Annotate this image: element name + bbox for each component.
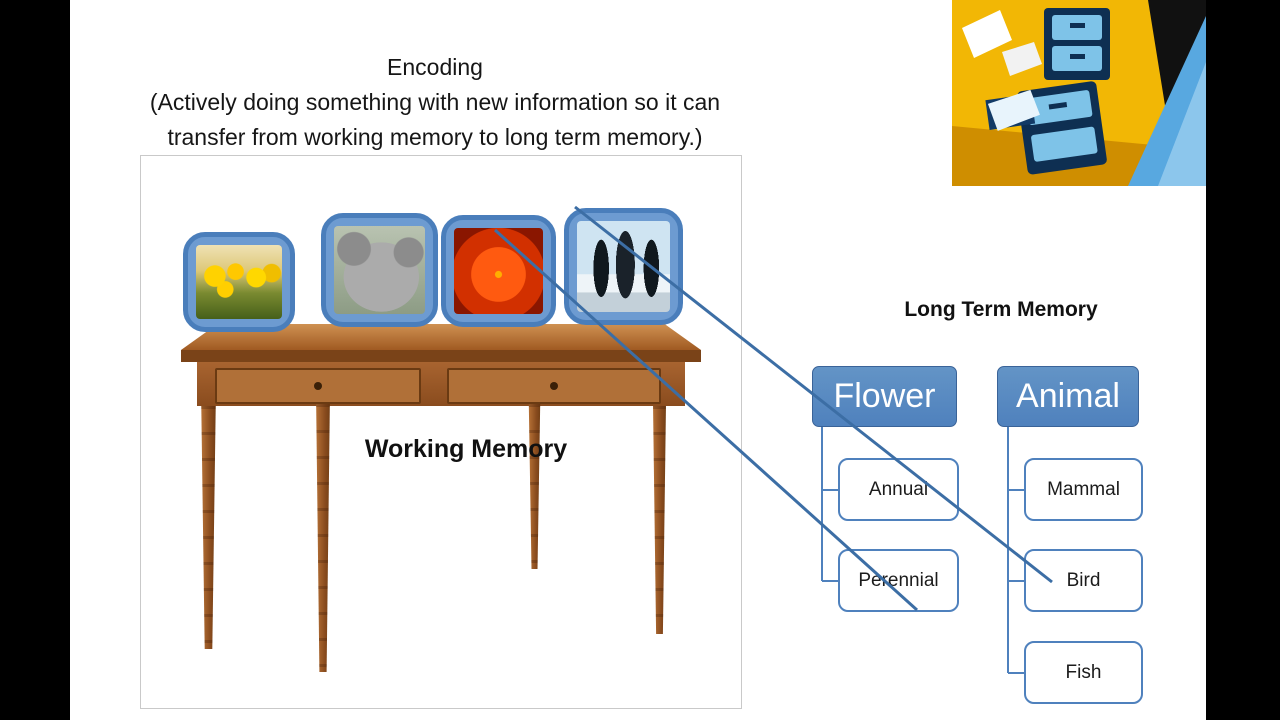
desk-leg (528, 404, 541, 569)
drawer-knob (550, 382, 558, 390)
penguins-image (577, 221, 670, 312)
desk-drawer-left (215, 368, 421, 404)
slide-title: Encoding (Actively doing something with … (85, 50, 785, 155)
working-memory-panel: Working Memory (140, 155, 742, 709)
tulips-image (196, 245, 282, 319)
desk-drawer-right (447, 368, 661, 404)
desk-front-edge (181, 350, 701, 362)
red-flower-photo (441, 215, 556, 327)
tulips-photo (183, 232, 295, 332)
category-box-flower: Flower (812, 366, 957, 427)
penguins-photo (564, 208, 683, 325)
koala-photo (321, 213, 438, 327)
subcategory-box-fish: Fish (1024, 641, 1143, 704)
long-term-memory-label: Long Term Memory (904, 298, 1098, 321)
subcategory-box-annual: Annual (838, 458, 959, 521)
title-line-3: transfer from working memory to long ter… (167, 124, 703, 150)
drawer-knob (314, 382, 322, 390)
filing-cabinet-icon (952, 0, 1206, 186)
letterbox-right (1206, 0, 1280, 720)
letterbox-left (0, 0, 70, 720)
working-memory-label: Working Memory (364, 435, 568, 463)
title-line-1: Encoding (387, 54, 483, 80)
category-box-animal: Animal (997, 366, 1139, 427)
red-flower-image (454, 228, 543, 314)
title-line-2: (Actively doing something with new infor… (149, 89, 721, 115)
desk-leg (201, 406, 216, 649)
koala-image (334, 226, 425, 314)
subcategory-box-mammal: Mammal (1024, 458, 1143, 521)
subcategory-box-bird: Bird (1024, 549, 1143, 612)
subcategory-box-perennial: Perennial (838, 549, 959, 612)
desk-leg (653, 406, 666, 634)
desk-leg (316, 404, 330, 672)
